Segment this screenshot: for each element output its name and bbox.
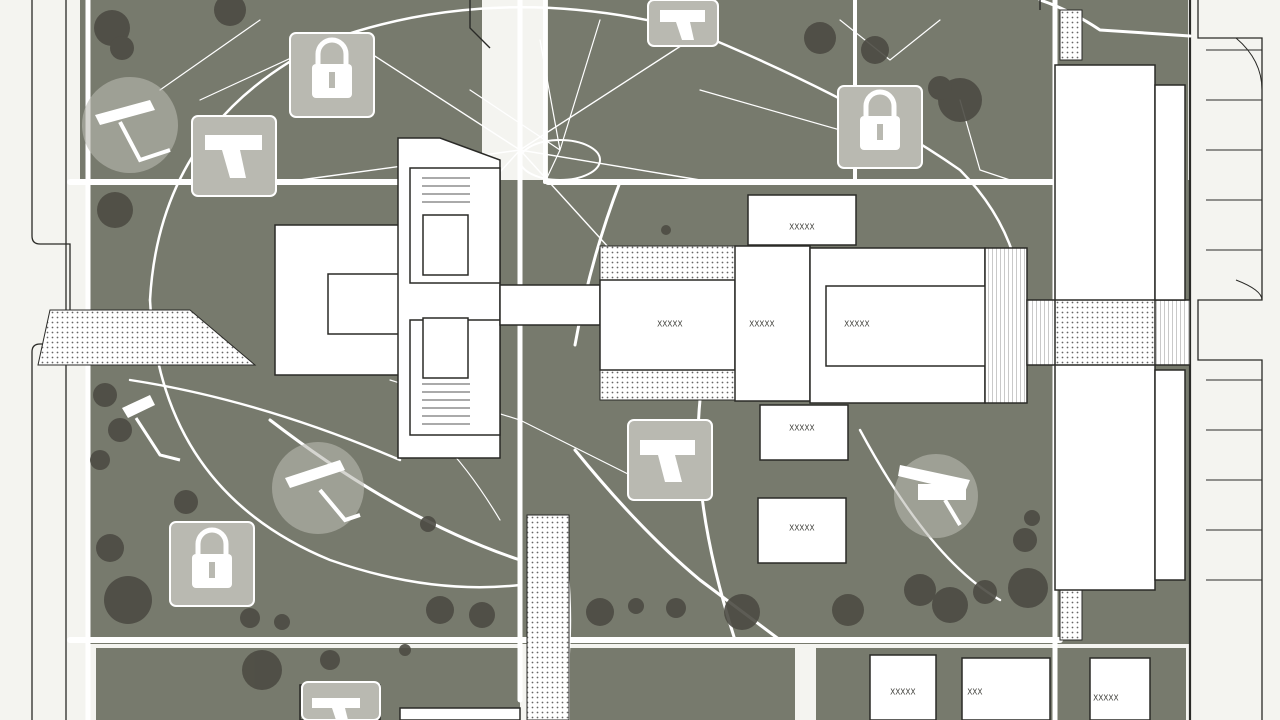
building-label: XXXXX <box>789 524 815 533</box>
security-camera-icon <box>82 77 178 173</box>
north-paths <box>469 0 1041 49</box>
gun-icon <box>191 115 277 197</box>
building-label: XXXXX <box>657 320 683 329</box>
building-label: XXXXX <box>844 320 870 329</box>
building-label: XXX <box>967 688 982 697</box>
padlock-icon <box>289 32 375 118</box>
east-buildings <box>599 64 1191 591</box>
building-label: XXXXX <box>749 320 775 329</box>
padlock-icon <box>169 521 255 607</box>
building-label: XXXXX <box>789 223 815 232</box>
building-labels: XXXXX XXXXX XXXXX XXXXX XXXXX XXXXX XXXX… <box>657 223 1119 703</box>
security-camera-icon <box>272 442 364 534</box>
building-label: XXXXX <box>1093 694 1119 703</box>
trees <box>90 0 1048 690</box>
building-label: XXXXX <box>890 688 916 697</box>
security-camera-icon <box>122 395 181 462</box>
dotted-pathways <box>37 9 1156 720</box>
gun-icon <box>627 419 713 501</box>
gun-icon <box>301 681 381 720</box>
central-stripes <box>422 177 470 425</box>
security-camera-icon <box>894 454 978 538</box>
east-fence <box>1206 37 1263 581</box>
building-label: XXXXX <box>789 424 815 433</box>
padlock-icon <box>837 85 923 169</box>
gun-icon <box>647 0 719 47</box>
